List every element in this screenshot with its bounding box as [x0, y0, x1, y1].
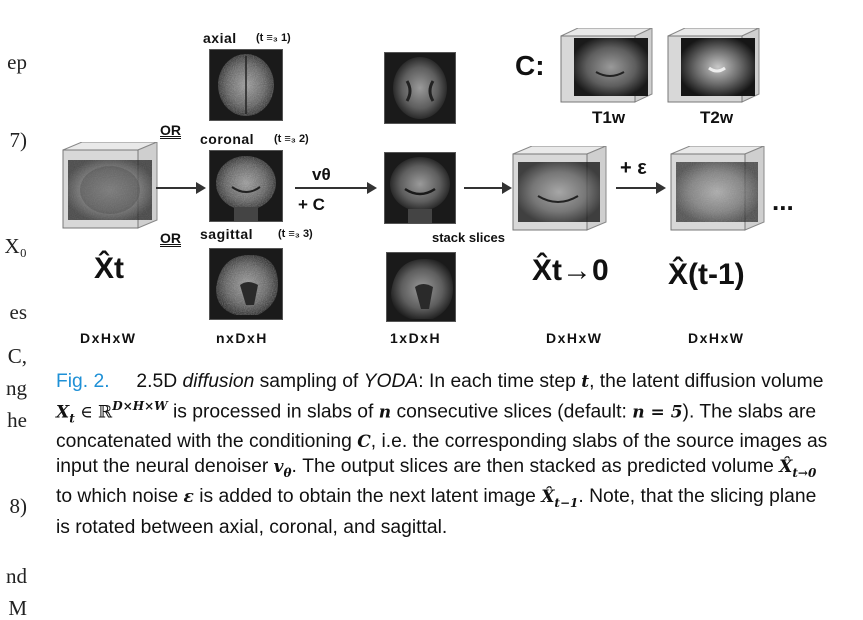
caption-math: n [379, 402, 391, 422]
label-plus-epsilon: + ε [620, 157, 647, 180]
caption-emphasis: diffusion [182, 371, 254, 392]
label-axial-index: (t ≡₃ 1) [256, 32, 291, 44]
dim-label-output: 1xDxH [390, 330, 441, 346]
label-x-t-to-0: X̂t→0 [532, 254, 609, 288]
figure-caption: Fig. 2. 2.5D diffusion sampling of YODA:… [56, 370, 830, 539]
input-volume-cube [60, 142, 170, 247]
caption-math: v [274, 457, 284, 477]
caption-text: : In each time step [418, 371, 581, 392]
margin-fragment: he [7, 410, 27, 431]
margin-fragment: ng [6, 378, 27, 399]
caption-text: sampling of [254, 371, 363, 392]
caption-math: t [581, 372, 589, 392]
label-axial: axial [203, 30, 237, 46]
label-t2w: T2w [700, 108, 733, 128]
coronal-slab [209, 150, 283, 222]
label-stack-slices: stack slices [432, 230, 505, 245]
caption-math: ε [184, 487, 194, 507]
output-coronal-slice [384, 152, 456, 224]
margin-fragment: M [8, 598, 27, 619]
arrow-icon [616, 180, 666, 200]
t2w-volume-cube [665, 28, 761, 111]
arrow-icon [295, 180, 377, 200]
caption-math-sub: t−1 [554, 496, 578, 510]
margin-fragment: nd [6, 566, 27, 587]
margin-fragment: C, [8, 346, 27, 367]
caption-text: consecutive slices (default: [391, 401, 632, 422]
label-ellipsis: ... [772, 186, 794, 217]
dim-label-input: DxHxW [80, 330, 137, 346]
caption-text: . The output slices are then stacked as … [292, 456, 780, 477]
output-sagittal-slice [386, 252, 456, 322]
arrow-icon [464, 180, 512, 200]
label-sagittal-index: (t ≡₃ 3) [278, 228, 313, 240]
next-volume-cube [668, 146, 774, 247]
figure-label: Fig. 2. [56, 371, 110, 392]
axial-slab [209, 49, 283, 121]
t1w-volume-cube [558, 28, 654, 111]
margin-fragment: es [10, 302, 28, 323]
output-axial-slice [384, 52, 456, 124]
label-x-t: X̂t [94, 252, 124, 286]
caption-text: is added to obtain the next latent image [194, 486, 541, 507]
caption-math: ∈ ℝ [75, 402, 113, 422]
caption-emphasis: YODA [364, 371, 419, 392]
caption-math-sub: t→0 [792, 466, 816, 480]
caption-math: n = 5 [632, 402, 682, 422]
margin-fragment: ep [7, 52, 27, 73]
margin-fragment: 7) [10, 130, 28, 151]
caption-math-sub: θ [284, 466, 292, 480]
caption-math: C [357, 432, 371, 452]
arrow-icon [156, 178, 206, 198]
margin-fragment: X₀ [5, 236, 28, 257]
dim-label-predicted: DxHxW [546, 330, 603, 346]
sagittal-slab [209, 248, 283, 320]
caption-text: 2.5D [136, 371, 182, 392]
label-coronal-index: (t ≡₃ 2) [274, 133, 309, 145]
caption-math: X̂ [541, 487, 554, 507]
predicted-volume-cube [510, 146, 616, 247]
label-conditioning: C: [515, 50, 545, 82]
label-coronal: coronal [200, 131, 254, 147]
label-or-2: OR [160, 230, 181, 246]
caption-text: is processed in slabs of [168, 401, 379, 422]
margin-fragment: 8) [10, 496, 28, 517]
caption-text: , the latent diffusion volume [589, 371, 823, 392]
label-or-1: OR [160, 122, 181, 138]
label-t1w: T1w [592, 108, 625, 128]
caption-math-sup: D×H×W [112, 399, 167, 413]
caption-math: X [56, 402, 69, 422]
caption-text: to which noise [56, 486, 184, 507]
caption-math: X̂ [779, 457, 792, 477]
label-x-t-minus-1: X̂(t-1) [668, 258, 745, 292]
dim-label-next: DxHxW [688, 330, 745, 346]
label-sagittal: sagittal [200, 226, 253, 242]
dim-label-slab: nxDxH [216, 330, 268, 346]
